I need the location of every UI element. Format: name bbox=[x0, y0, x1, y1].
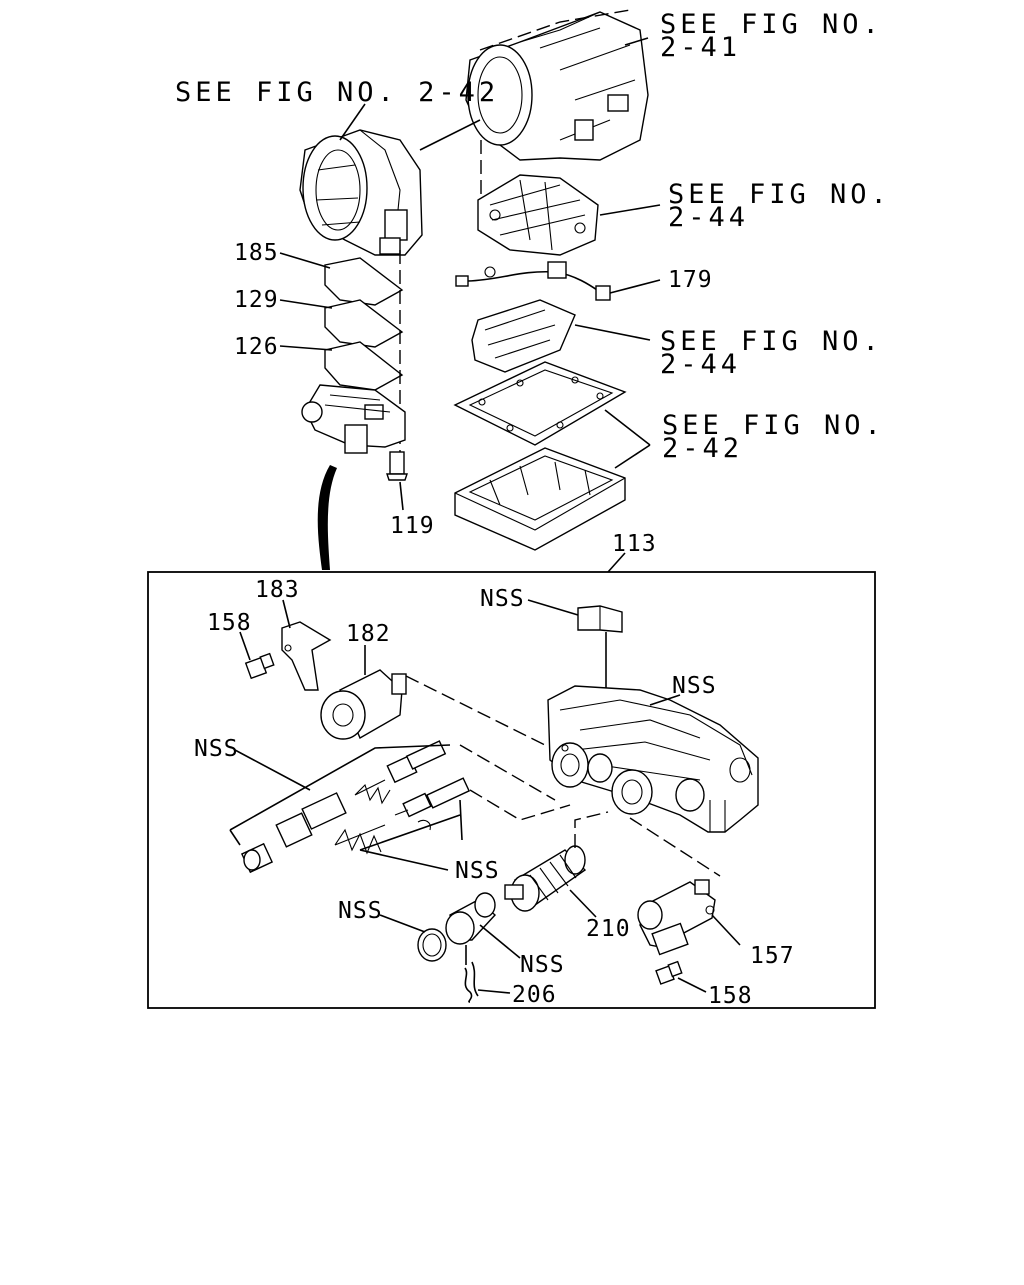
plug-oring-drawing bbox=[417, 892, 496, 962]
bracket-183-drawing bbox=[244, 621, 332, 691]
solenoid-assembly-small-drawing bbox=[301, 384, 408, 481]
ref-fig-2-44-plate-line1: SEE FIG NO. bbox=[660, 326, 883, 357]
wiring-harness-drawing bbox=[455, 261, 611, 301]
filter-210-drawing bbox=[504, 845, 587, 912]
bolt-158-bottom-drawing bbox=[655, 960, 683, 985]
solenoid-182-drawing bbox=[320, 669, 407, 740]
part-number-158-bottom: 158 bbox=[708, 983, 753, 1009]
ref-fig-2-41-line1: SEE FIG NO. bbox=[660, 9, 883, 40]
nss-label-body: NSS bbox=[672, 673, 717, 699]
leader-113 bbox=[607, 552, 626, 573]
valve-body-drawing bbox=[477, 174, 599, 256]
leader-183 bbox=[282, 599, 291, 629]
leader-fig-2-42-top bbox=[339, 103, 366, 141]
strainer-plate-drawing bbox=[471, 299, 576, 373]
clip-206-drawing bbox=[464, 961, 479, 1003]
leader-fig-2-44-plate bbox=[574, 324, 651, 341]
pan-gasket-drawing bbox=[453, 361, 627, 446]
separator-plates-drawing bbox=[324, 257, 404, 391]
part-number-185: 185 bbox=[234, 240, 279, 266]
leader-nss-valves bbox=[229, 744, 451, 846]
part-number-158-top: 158 bbox=[207, 610, 252, 636]
ref-fig-2-44-valve-line2: 2-44 bbox=[668, 202, 749, 233]
part-number-129: 129 bbox=[234, 287, 279, 313]
leader-126 bbox=[279, 345, 333, 351]
part-number-183: 183 bbox=[255, 577, 300, 603]
dashed-valves-to-body bbox=[459, 744, 571, 821]
ref-fig-2-44-valve-line1: SEE FIG NO. bbox=[668, 179, 891, 210]
part-number-210: 210 bbox=[586, 916, 631, 942]
leader-119 bbox=[399, 481, 404, 511]
oil-pan-drawing bbox=[454, 447, 626, 551]
part-number-179: 179 bbox=[668, 267, 713, 293]
valves-springs-drawing bbox=[240, 740, 471, 874]
nss-label-springs: NSS bbox=[455, 858, 500, 884]
ref-fig-2-44-plate-line2: 2-44 bbox=[660, 349, 741, 380]
nss-label-oring: NSS bbox=[338, 898, 383, 924]
leader-nss-plug bbox=[479, 924, 521, 959]
part-number-157: 157 bbox=[750, 943, 795, 969]
transmission-case-drawing bbox=[465, 9, 649, 161]
ref-fig-2-42-pan-line2: 2-42 bbox=[662, 433, 743, 464]
nss-label-valves: NSS bbox=[194, 736, 239, 762]
leader-158-bottom bbox=[677, 977, 707, 993]
leader-206 bbox=[477, 989, 511, 994]
leader-fig-2-44-valve bbox=[599, 204, 661, 216]
leader-185 bbox=[279, 252, 331, 269]
dashed-182-to-body bbox=[405, 675, 546, 746]
dashed-157-to-body bbox=[629, 817, 721, 877]
leader-179 bbox=[609, 279, 661, 294]
part-number-113: 113 bbox=[612, 531, 657, 557]
part-number-182: 182 bbox=[346, 621, 391, 647]
leader-fig-2-41 bbox=[624, 37, 649, 46]
nss-label-bracket: NSS bbox=[480, 586, 525, 612]
leader-210 bbox=[569, 889, 597, 918]
leader-nss-body bbox=[649, 694, 681, 706]
leader-129 bbox=[279, 299, 333, 309]
ref-fig-2-42-pan-line1: SEE FIG NO. bbox=[662, 410, 885, 441]
leader-converter-to-case bbox=[419, 119, 481, 151]
solenoid-157-drawing bbox=[637, 879, 716, 956]
detail-view-arrow bbox=[317, 465, 337, 570]
leader-158-top bbox=[239, 631, 251, 661]
leader-nss-oring bbox=[379, 914, 426, 933]
ref-fig-2-41-line2: 2-41 bbox=[660, 32, 741, 63]
dashed-filter-to-body bbox=[574, 811, 609, 848]
part-number-126: 126 bbox=[234, 334, 279, 360]
converter-housing-drawing bbox=[299, 129, 423, 256]
nss-label-plug: NSS bbox=[520, 952, 565, 978]
nss-bracket-drawing bbox=[577, 605, 623, 633]
leader-nss-springs bbox=[359, 799, 463, 871]
ref-fig-2-42-top: SEE FIG NO. 2-42 bbox=[175, 77, 499, 108]
part-number-119: 119 bbox=[390, 513, 435, 539]
solenoid-body-drawing bbox=[547, 685, 759, 833]
part-number-206: 206 bbox=[512, 982, 557, 1008]
leader-157 bbox=[711, 914, 741, 946]
leader-fig-2-42-pan bbox=[604, 409, 651, 469]
leader-nss-bracket bbox=[527, 599, 579, 616]
detail-frame-113 bbox=[147, 571, 876, 1009]
